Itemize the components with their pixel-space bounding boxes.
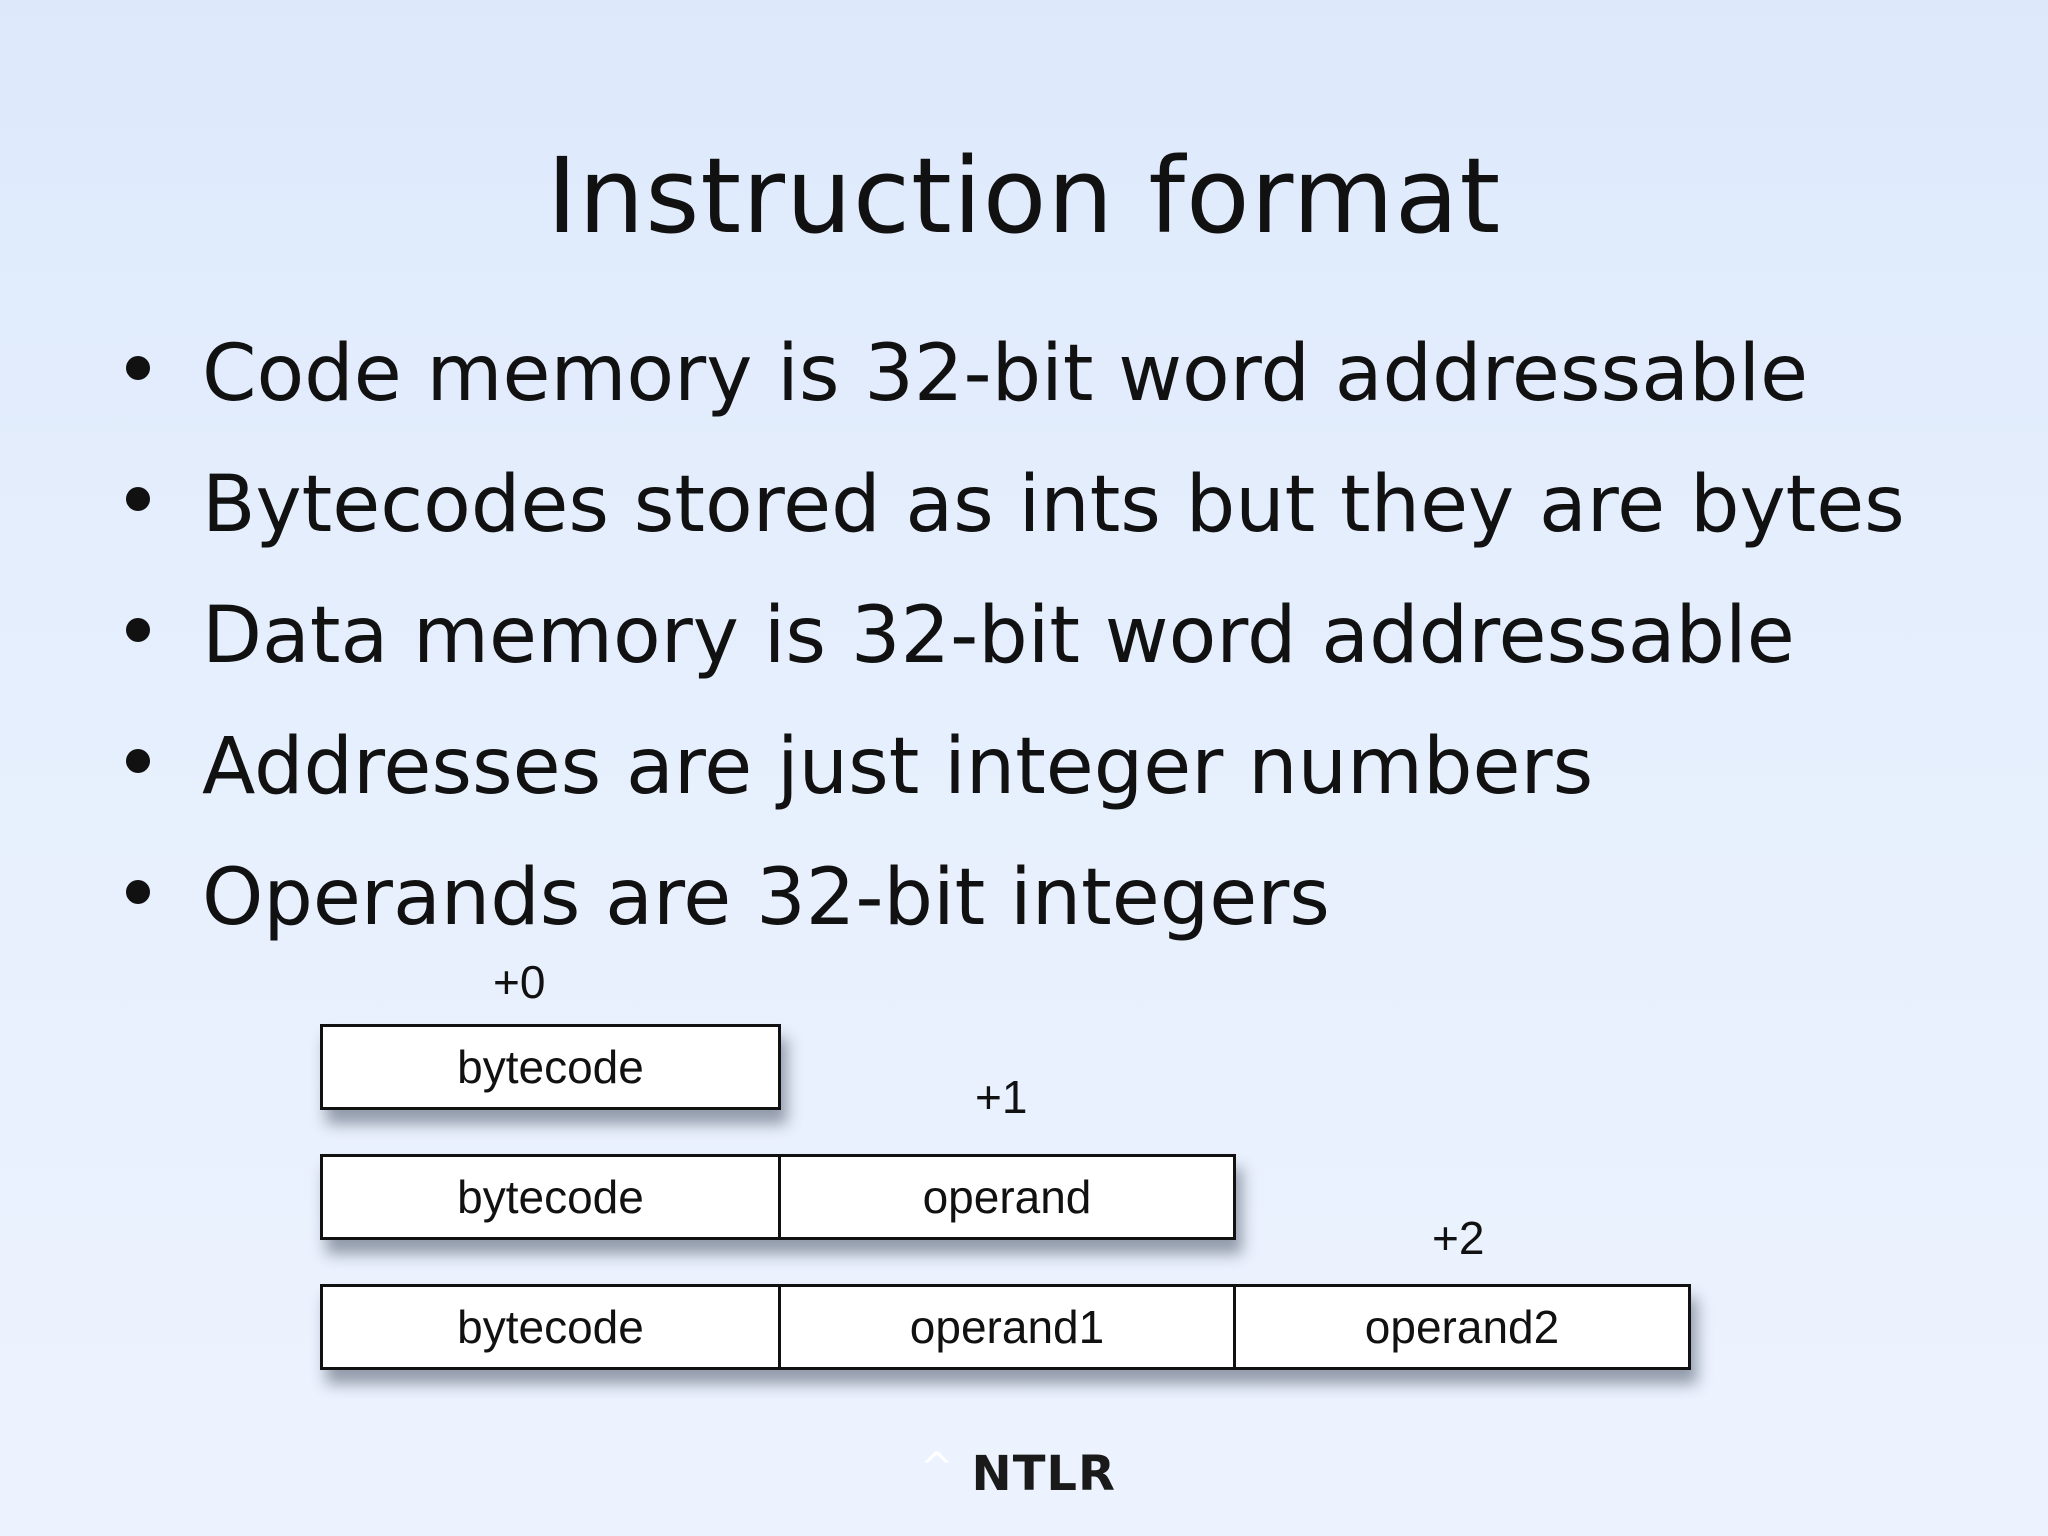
instruction-row-one-operand: bytecode operand — [320, 1154, 1236, 1240]
bullet-dot-icon — [126, 618, 150, 642]
offset-label-1: +1 — [975, 1071, 1028, 1123]
instruction-row-two-operands: bytecode operand1 operand2 — [320, 1284, 1691, 1370]
bullet-dot-icon — [126, 487, 150, 511]
bullet-item: Addresses are just integer numbers — [118, 715, 1998, 846]
offset-label-0: +0 — [493, 956, 546, 1008]
operand-cell: operand — [778, 1157, 1233, 1237]
bullet-item: Code memory is 32-bit word addressable — [118, 322, 1998, 453]
operand1-cell: operand1 — [778, 1287, 1233, 1367]
offset-label-2: +2 — [1432, 1212, 1485, 1264]
bullet-text: Addresses are just integer numbers — [202, 722, 1594, 812]
bullet-dot-icon — [126, 356, 150, 380]
bullet-text: Operands are 32-bit integers — [202, 853, 1330, 943]
bytecode-cell: bytecode — [457, 1301, 644, 1353]
bullet-dot-icon — [126, 880, 150, 904]
bytecode-cell: bytecode — [457, 1171, 644, 1223]
logo-text: NTLR — [971, 1446, 1116, 1502]
operand2-cell: operand2 — [1233, 1287, 1688, 1367]
bullet-list: Code memory is 32-bit word addressable B… — [118, 322, 1998, 977]
bullet-text: Data memory is 32-bit word addressable — [202, 591, 1795, 681]
bullet-text: Code memory is 32-bit word addressable — [202, 329, 1809, 419]
logo-caret-icon: ^ — [920, 1445, 954, 1491]
bullet-item: Data memory is 32-bit word addressable — [118, 584, 1998, 715]
antlr-logo: ^ NTLR — [920, 1442, 1116, 1502]
bullet-item: Operands are 32-bit integers — [118, 846, 1998, 977]
bullet-dot-icon — [126, 749, 150, 773]
bytecode-cell: bytecode — [457, 1041, 644, 1093]
instruction-row-no-operand: bytecode — [320, 1024, 781, 1110]
bullet-item: Bytecodes stored as ints but they are by… — [118, 453, 1998, 584]
slide-title: Instruction format — [546, 135, 1502, 257]
bullet-text: Bytecodes stored as ints but they are by… — [202, 460, 1905, 550]
